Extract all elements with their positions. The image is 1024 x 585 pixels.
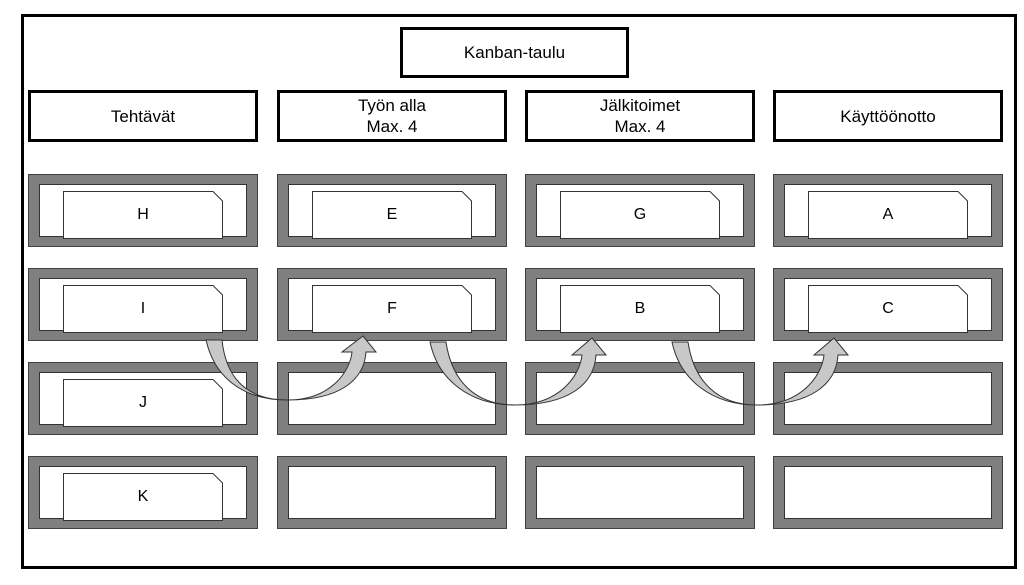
slot-tasks: H [28,174,258,247]
card-label: A [882,206,894,223]
board-title: Kanban-taulu [400,27,629,78]
card-shape [63,379,223,427]
card-shape [808,285,968,333]
card-shape [63,473,223,521]
flow-arrow-icon [205,335,378,401]
slot-in-progress [277,456,507,529]
slot-in-progress: E [277,174,507,247]
card-shape [312,191,472,239]
slot-follow-up: G [525,174,755,247]
flow-arrow-icon [429,337,608,406]
kanban-card[interactable]: H [63,191,223,239]
kanban-card[interactable]: A [808,191,968,239]
column-title: Jälkitoimet [599,96,681,115]
card-shape [808,191,968,239]
slot-follow-up [525,456,755,529]
column-title: Työn alla [357,96,427,115]
column-header-tasks: Tehtävät [28,90,258,142]
column-header-in-progress: Työn alla Max. 4 [277,90,507,142]
card-shape [560,191,720,239]
card-shape [312,285,472,333]
slot-inner [288,466,496,519]
card-label: E [386,206,398,223]
column-title: Tehtävät [110,106,176,126]
kanban-card[interactable]: G [560,191,720,239]
card-label: G [633,206,647,223]
flow-arrow-icon [671,337,850,406]
slot-in-progress: F [277,268,507,341]
slot-in-progress [277,362,507,435]
kanban-card[interactable]: J [63,379,223,427]
kanban-card[interactable]: F [312,285,472,333]
card-label: H [137,206,149,223]
slot-tasks: I [28,268,258,341]
slot-deployment: A [773,174,1003,247]
column-wip-limit: Max. 4 [614,117,666,136]
slot-deployment [773,456,1003,529]
card-label: F [387,300,397,317]
card-shape [560,285,720,333]
slot-inner [784,466,992,519]
column-wip-limit: Max. 4 [366,117,418,136]
slot-deployment: C [773,268,1003,341]
card-label: C [882,300,894,317]
kanban-card[interactable]: C [808,285,968,333]
kanban-card[interactable]: E [312,191,472,239]
card-label: K [137,488,149,505]
slot-tasks: K [28,456,258,529]
slot-tasks: J [28,362,258,435]
card-shape [63,285,223,333]
column-header-follow-up: Jälkitoimet Max. 4 [525,90,755,142]
card-shape [63,191,223,239]
kanban-card[interactable]: B [560,285,720,333]
column-header-deployment: Käyttöönotto [773,90,1003,142]
kanban-card[interactable]: I [63,285,223,333]
card-label: I [140,300,146,317]
card-label: B [634,300,646,317]
kanban-card[interactable]: K [63,473,223,521]
slot-inner [536,466,744,519]
column-title: Käyttöönotto [840,106,936,126]
slot-deployment [773,362,1003,435]
card-label: J [139,394,147,411]
slot-follow-up: B [525,268,755,341]
slot-inner [288,372,496,425]
